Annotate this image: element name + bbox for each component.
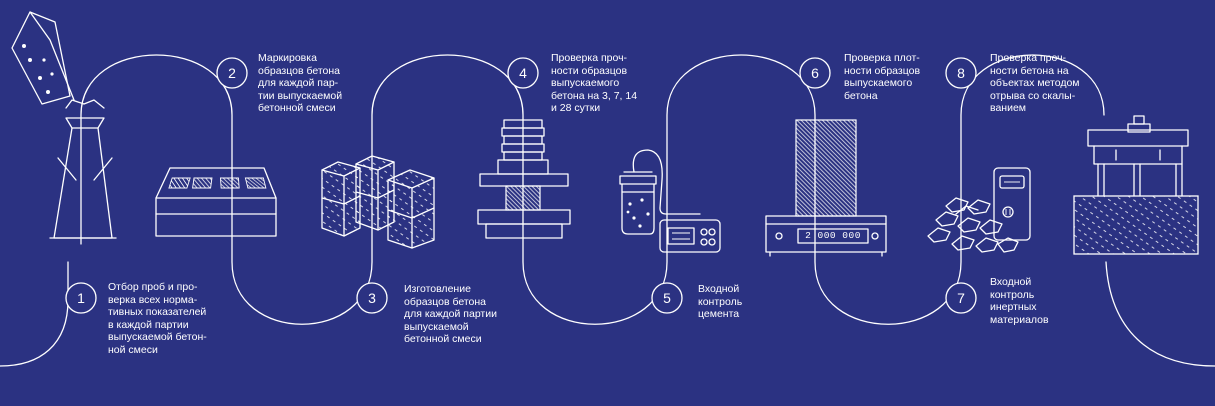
step-3-text: Изготовление образцов бетона для каждой … — [404, 283, 497, 345]
scale-icon — [765, 119, 887, 257]
cone-icon — [11, 11, 117, 239]
step-number: 2 — [228, 65, 236, 81]
step-number: 6 — [811, 65, 819, 81]
step-8-marker: 8 — [945, 57, 977, 89]
jar-meter-icon — [619, 149, 721, 253]
step-6-text: Проверка плот- ности образцов выпускаемо… — [844, 52, 921, 102]
step-7-marker: 7 — [945, 282, 977, 314]
step-6-marker: 6 — [799, 57, 831, 89]
step-8-text: Проверка проч- ности бетона на объектах … — [990, 52, 1080, 114]
step-5-marker: 5 — [651, 282, 683, 314]
step-4-marker: 4 — [507, 57, 539, 89]
step-1-marker: 1 — [65, 282, 97, 314]
step-2-text: Маркировка образцов бетона для каждой па… — [258, 52, 343, 114]
step-number: 8 — [957, 65, 965, 81]
step-number: 5 — [663, 290, 671, 306]
step-4-text: Проверка проч- ности образцов выпускаемо… — [551, 52, 638, 114]
pull-off-tester-icon — [1073, 115, 1199, 255]
step-number: 7 — [957, 290, 965, 306]
step-1-text: Отбор проб и про- верка всех норма- тивн… — [108, 281, 207, 356]
step-5-text: Входной контроль цемента — [698, 283, 743, 320]
press-icon — [477, 119, 571, 239]
scale-display-value: 2 000 000 — [805, 230, 861, 241]
step-7-text: Входной контроль инертных материалов — [990, 276, 1049, 326]
aggregate-meter-icon — [927, 167, 1031, 253]
step-2-marker: 2 — [216, 57, 248, 89]
step-number: 3 — [368, 290, 376, 306]
step-number: 1 — [77, 290, 85, 306]
step-3-marker: 3 — [356, 282, 388, 314]
step-number: 4 — [519, 65, 527, 81]
concrete-cubes-icon — [321, 155, 435, 249]
marking-box-icon — [155, 167, 277, 237]
